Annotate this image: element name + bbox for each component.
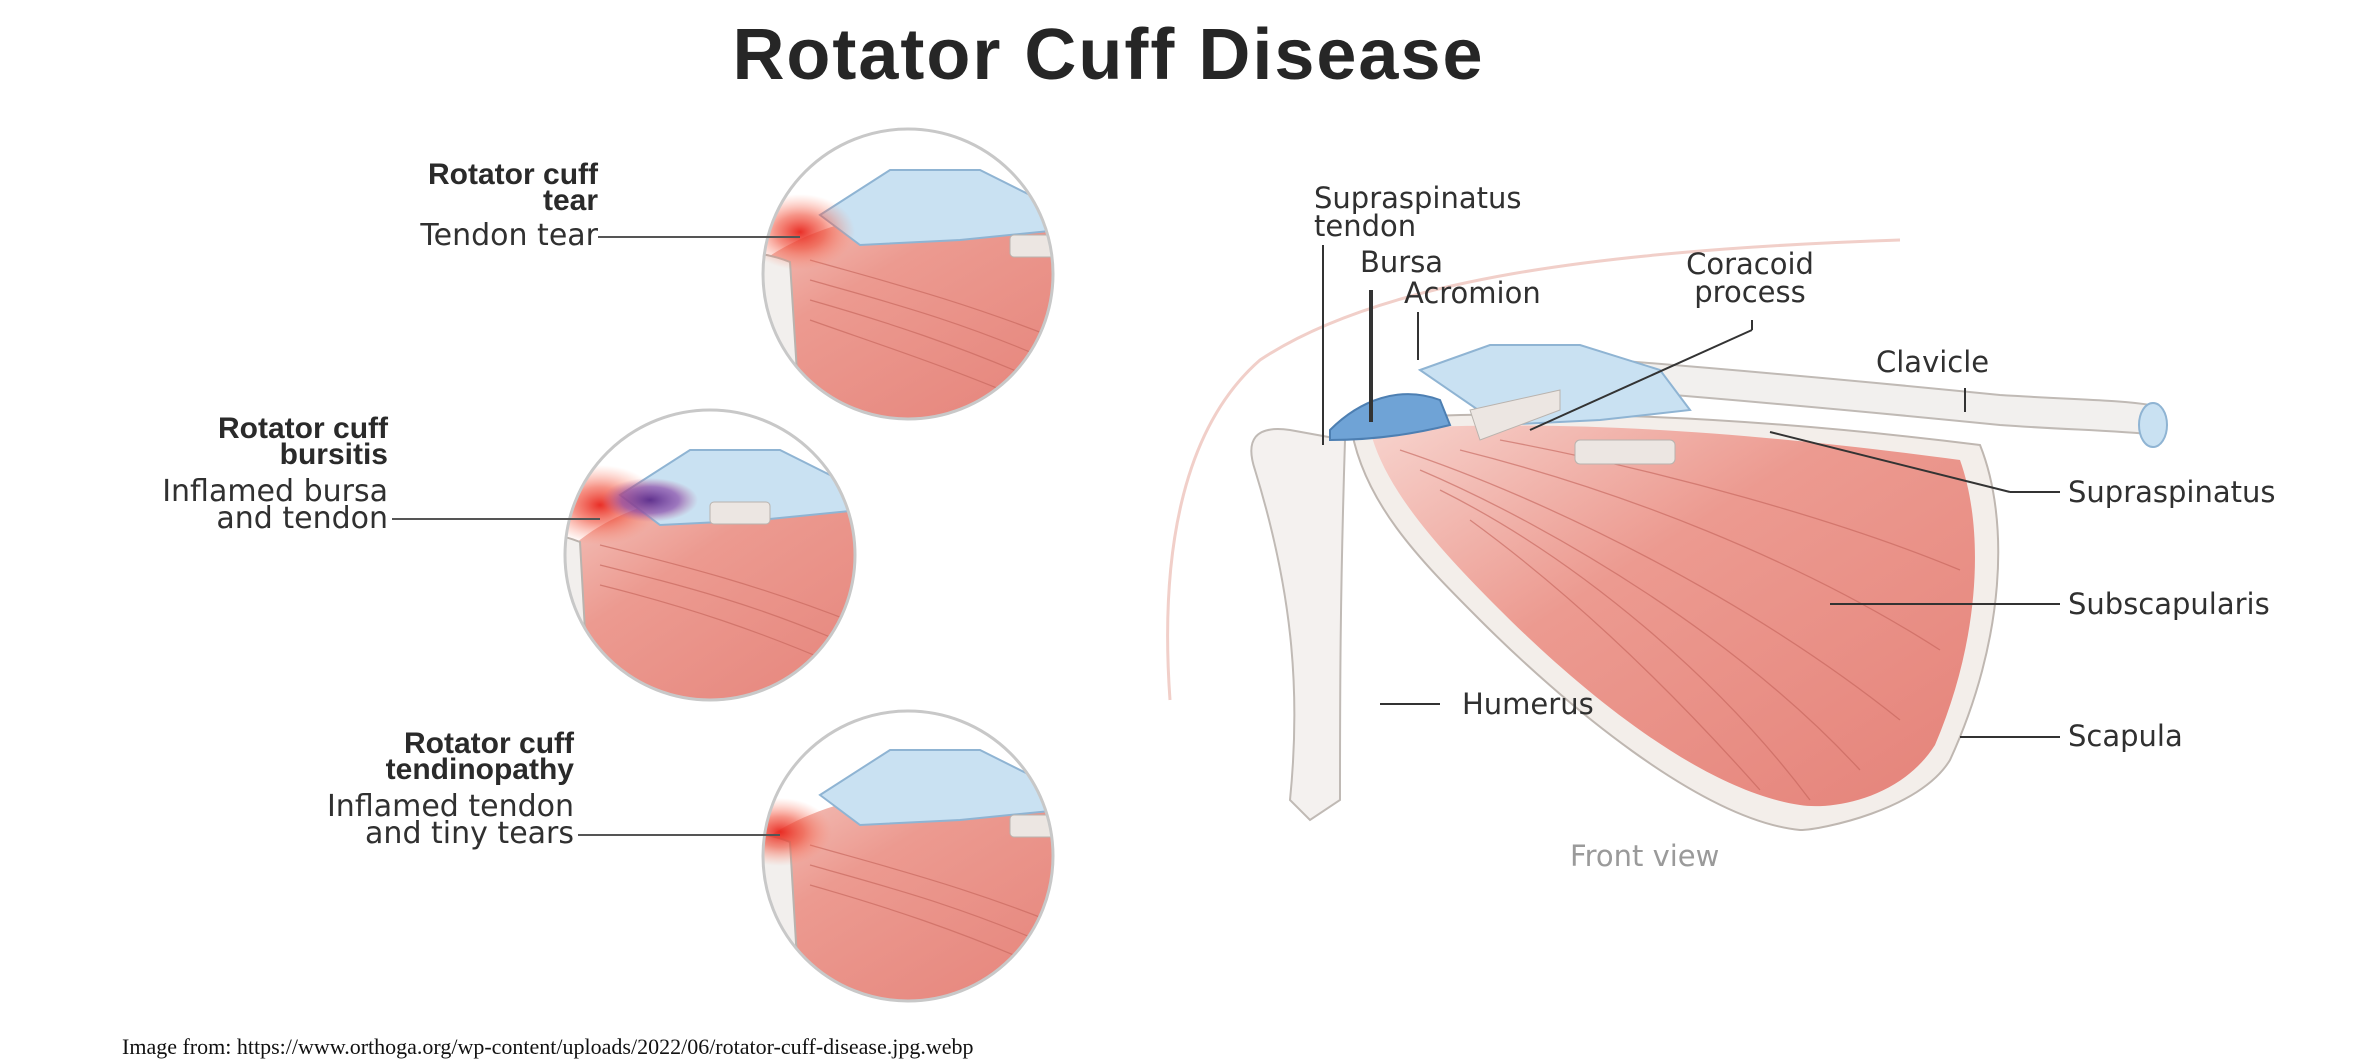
bursitis-label-line2: and tendon [40, 505, 388, 532]
humerus-label: Humerus [1462, 690, 1594, 718]
tear-heading: Rotator cuff tear [200, 162, 598, 214]
tear-heading-line1: Rotator cuff [200, 162, 598, 188]
acromion-bone [1420, 345, 1690, 425]
supraspinatus-tendon-line1: Supraspinatus [1314, 184, 1521, 212]
scapula-label: Scapula [2068, 722, 2183, 750]
tendinopathy-heading-line2: tendinopathy [180, 757, 574, 783]
bursitis-heading: Rotator cuff bursitis [40, 416, 388, 468]
bursitis-panel [490, 400, 880, 720]
subscapularis-label: Subscapularis [2068, 590, 2270, 618]
tendon-tear-label: Tendon tear [200, 222, 598, 249]
tendinopathy-heading: Rotator cuff tendinopathy [180, 731, 574, 783]
front-view-illustration [1168, 240, 2167, 830]
tendinopathy-panel [700, 700, 1080, 1010]
bursa-label: Bursa [1360, 248, 1443, 276]
tendinopathy-label: Inflamed tendon and tiny tears [180, 793, 574, 847]
coracoid-line1: Coracoid [1660, 250, 1840, 278]
tear-heading-line2: tear [200, 188, 598, 214]
front-view-caption: Front view [1570, 842, 1719, 870]
humerus-bone [1251, 429, 1345, 820]
supraspinatus-label: Supraspinatus [2068, 478, 2275, 506]
coracoid-line2: process [1660, 278, 1840, 306]
tear-panel [700, 120, 1080, 420]
tendinopathy-label-line2: and tiny tears [180, 820, 574, 847]
bursitis-heading-line2: bursitis [40, 442, 388, 468]
clavicle-label: Clavicle [1876, 348, 1989, 376]
supraspinatus-tendon-label: Supraspinatus tendon [1314, 184, 1521, 240]
coracoid-process-label: Coracoid process [1660, 250, 1840, 306]
image-credit: Image from: https://www.orthoga.org/wp-c… [122, 1034, 973, 1060]
bursitis-label: Inflamed bursa and tendon [40, 478, 388, 532]
supraspinatus-tendon-line2: tendon [1314, 212, 1521, 240]
acromion-label: Acromion [1404, 279, 1541, 307]
